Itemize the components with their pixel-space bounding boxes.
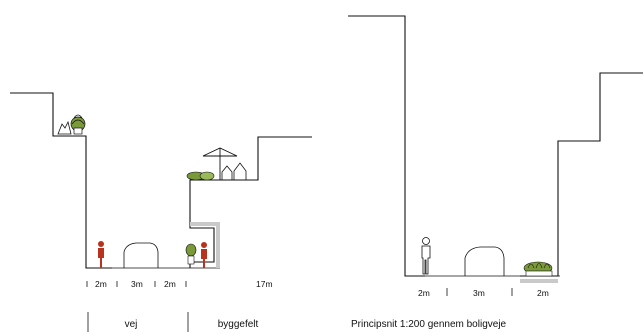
right-dimension-ticks	[446, 288, 513, 296]
plant-box	[523, 261, 553, 277]
left-dim-label-3: 2m	[164, 279, 176, 289]
potted-plant	[185, 243, 197, 265]
tall-building-outline	[348, 15, 425, 277]
pedestrian-figure-left	[98, 241, 104, 268]
person-outline	[421, 237, 431, 275]
zone-label-building-plot: byggefelt	[218, 319, 259, 330]
left-building-outline	[10, 92, 112, 269]
pedestrian-figure-right	[201, 242, 207, 268]
stepped-building-outline	[520, 72, 643, 277]
car-left	[123, 242, 159, 268]
drawing-caption: Principsnit 1:200 gennem boligveje	[351, 319, 507, 330]
right-dim-label-2: 3m	[473, 288, 485, 298]
right-dim-label-1: 2m	[418, 288, 430, 298]
right-building-outline	[189, 136, 312, 268]
grey-setback-highlight	[190, 222, 220, 268]
right-section	[348, 15, 643, 296]
left-dim-label-1: 2m	[95, 279, 107, 289]
car-right	[464, 246, 505, 276]
terrace-plants	[186, 162, 247, 181]
zone-label-road: vej	[125, 319, 138, 330]
left-dim-label-4: 17m	[256, 279, 273, 289]
zone-separators	[87, 312, 189, 332]
right-dim-label-3: 2m	[537, 288, 549, 298]
terrace-umbrella	[202, 147, 238, 180]
left-dimension-ticks	[86, 281, 187, 287]
left-terrace-figures	[57, 114, 86, 135]
left-dim-label-2: 3m	[131, 279, 143, 289]
left-section	[10, 92, 312, 332]
